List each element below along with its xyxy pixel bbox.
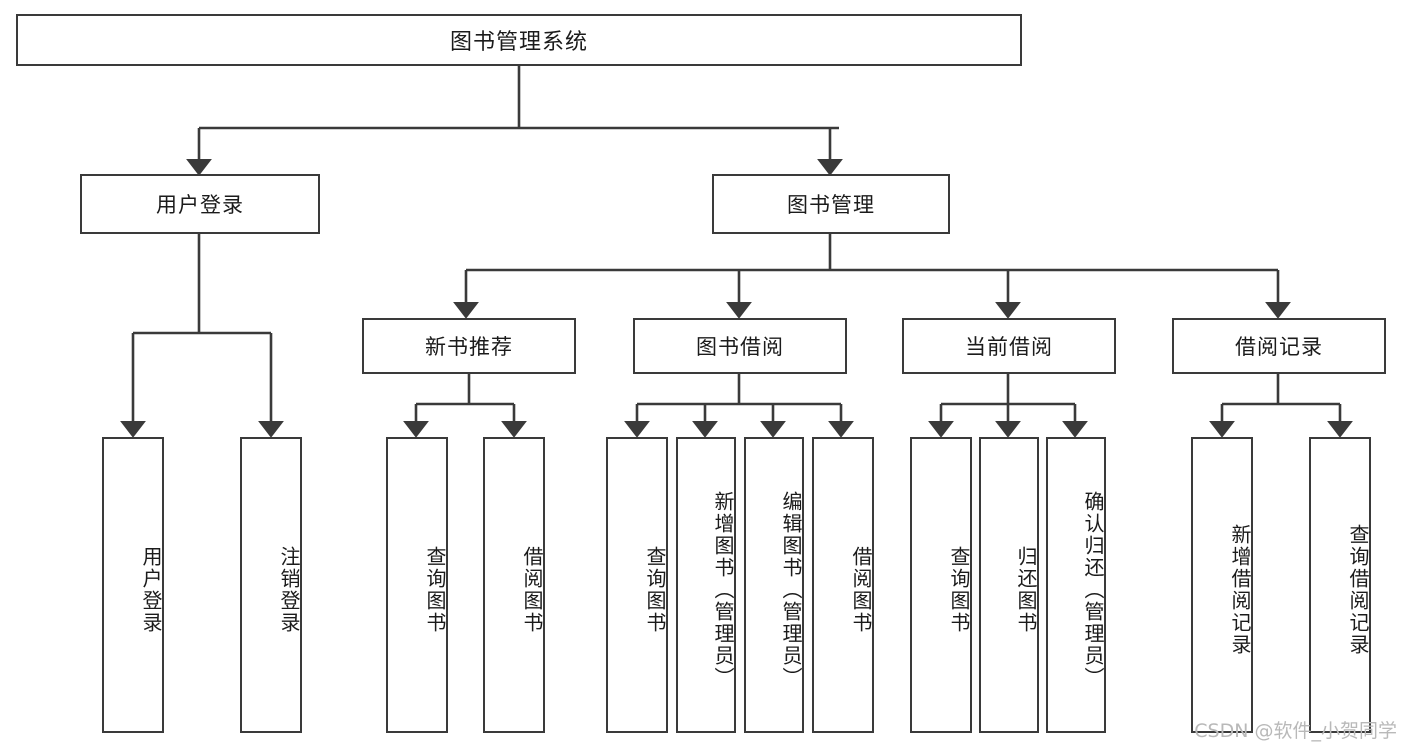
leaf-logout[interactable]: 注销登录 bbox=[240, 437, 302, 733]
leaf-edit-book-admin-label: 编辑图书（管理员） bbox=[779, 491, 803, 689]
leaf-query-book-borrow-label: 查询图书 bbox=[643, 546, 667, 634]
leaf-borrow-book-recommend[interactable]: 借阅图书 bbox=[483, 437, 545, 733]
leaf-add-borrow-record[interactable]: 新增借阅记录 bbox=[1191, 437, 1253, 733]
node-borrow-record[interactable]: 借阅记录 bbox=[1172, 318, 1386, 374]
leaf-return-book-label: 归还图书 bbox=[1014, 546, 1038, 634]
node-book-management-label: 图书管理 bbox=[787, 193, 875, 217]
leaf-query-book-current[interactable]: 查询图书 bbox=[910, 437, 972, 733]
leaf-query-borrow-record[interactable]: 查询借阅记录 bbox=[1309, 437, 1371, 733]
node-current-borrow-label: 当前借阅 bbox=[965, 335, 1053, 359]
leaf-query-borrow-record-label: 查询借阅记录 bbox=[1346, 524, 1370, 656]
leaf-borrow-book-recommend-label: 借阅图书 bbox=[520, 546, 544, 634]
csdn-watermark: CSDN @软件_小贺同学 bbox=[1194, 720, 1397, 742]
node-root-label: 图书管理系统 bbox=[449, 30, 588, 55]
leaf-user-login-label: 用户登录 bbox=[139, 546, 163, 634]
node-new-book-recommend[interactable]: 新书推荐 bbox=[362, 318, 576, 374]
node-new-book-recommend-label: 新书推荐 bbox=[425, 335, 513, 359]
leaf-add-book-admin[interactable]: 新增图书（管理员） bbox=[676, 437, 736, 733]
node-book-management[interactable]: 图书管理 bbox=[712, 174, 950, 234]
node-book-borrow-label: 图书借阅 bbox=[696, 335, 784, 359]
node-user-login[interactable]: 用户登录 bbox=[80, 174, 320, 234]
leaf-query-book-borrow[interactable]: 查询图书 bbox=[606, 437, 668, 733]
leaf-user-login[interactable]: 用户登录 bbox=[102, 437, 164, 733]
leaf-borrow-book-label: 借阅图书 bbox=[849, 546, 873, 634]
node-user-login-label: 用户登录 bbox=[156, 193, 244, 217]
node-book-borrow[interactable]: 图书借阅 bbox=[633, 318, 847, 374]
leaf-add-book-admin-label: 新增图书（管理员） bbox=[711, 491, 735, 689]
leaf-logout-label: 注销登录 bbox=[277, 546, 301, 634]
node-root-system[interactable]: 图书管理系统 bbox=[16, 14, 1022, 66]
node-current-borrow[interactable]: 当前借阅 bbox=[902, 318, 1116, 374]
leaf-confirm-return-admin-label: 确认归还（管理员） bbox=[1081, 491, 1105, 689]
leaf-confirm-return-admin[interactable]: 确认归还（管理员） bbox=[1046, 437, 1106, 733]
leaf-return-book[interactable]: 归还图书 bbox=[979, 437, 1039, 733]
leaf-add-borrow-record-label: 新增借阅记录 bbox=[1228, 524, 1252, 656]
leaf-query-book-current-label: 查询图书 bbox=[947, 546, 971, 634]
node-borrow-record-label: 借阅记录 bbox=[1235, 335, 1323, 359]
leaf-query-book-recommend-label: 查询图书 bbox=[423, 546, 447, 634]
leaf-edit-book-admin[interactable]: 编辑图书（管理员） bbox=[744, 437, 804, 733]
leaf-query-book-recommend[interactable]: 查询图书 bbox=[386, 437, 448, 733]
leaf-borrow-book[interactable]: 借阅图书 bbox=[812, 437, 874, 733]
